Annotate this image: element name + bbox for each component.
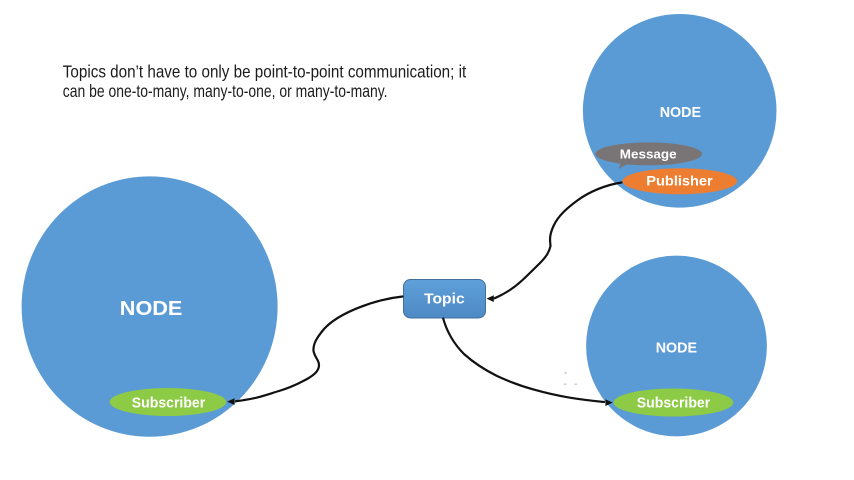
svg-text:Topics don’t have to only be p: Topics don’t have to only be point-to-po…	[63, 62, 467, 82]
svg-text:NODE: NODE	[656, 341, 698, 357]
svg-text:Subscriber: Subscriber	[637, 395, 711, 412]
svg-text:Topic: Topic	[424, 291, 465, 307]
svg-text:can be one-to-many, many-to-on: can be one-to-many, many-to-one, or many…	[63, 81, 388, 101]
svg-text:Message: Message	[620, 147, 677, 162]
svg-text:NODE: NODE	[660, 105, 702, 121]
svg-text:Publisher: Publisher	[646, 173, 713, 188]
svg-text:NODE: NODE	[120, 298, 183, 320]
svg-text:Subscriber: Subscriber	[132, 395, 206, 412]
